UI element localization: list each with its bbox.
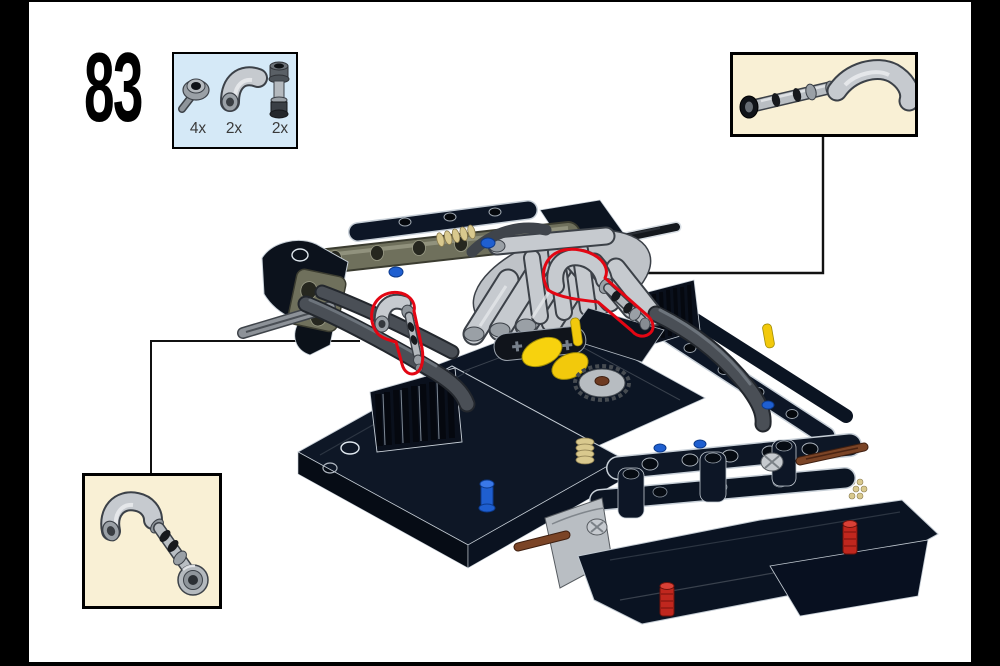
subassembly-callout-top-right	[730, 52, 918, 137]
towball-pin-icon	[178, 78, 210, 113]
part-quantity: 2x	[225, 120, 243, 137]
yellow-parts	[521, 317, 775, 380]
letterbox-top	[0, 0, 1000, 2]
part-quantity: 4x	[189, 120, 207, 137]
red-connectors	[659, 520, 858, 617]
gear-parts	[436, 224, 868, 500]
brown-axles	[513, 442, 869, 552]
callout-line-bottom-left	[150, 340, 360, 473]
part-quantity: 2x	[271, 120, 289, 137]
exhaust-pipe-subassembly-icon	[100, 491, 209, 596]
highlighted-part-right	[542, 247, 655, 338]
highlighted-part-left	[370, 290, 425, 376]
rear-wing	[577, 499, 939, 625]
step-number: 83	[84, 32, 143, 142]
exhaust-pipe-subassembly-icon	[739, 59, 915, 119]
blue-pins	[388, 237, 775, 513]
elbow-tube-icon	[220, 66, 268, 112]
letterbox-right	[971, 0, 1000, 666]
parts-callout-box: 4x 2x 2x	[172, 52, 298, 149]
letterbox-bottom	[0, 662, 1000, 666]
letterbox-left	[0, 0, 29, 666]
exhaust-tip-pin-icon	[268, 61, 290, 119]
posts	[617, 439, 797, 519]
subassembly-callout-bottom-left	[82, 473, 222, 609]
chassis-model	[237, 199, 939, 625]
